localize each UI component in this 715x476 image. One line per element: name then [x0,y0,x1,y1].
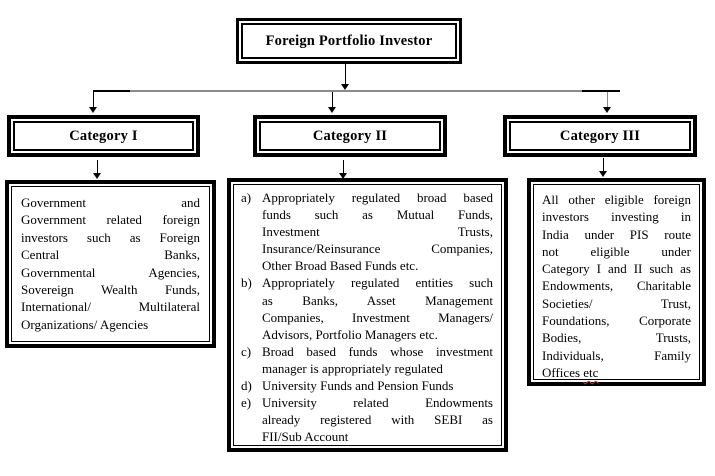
category3-box: Category III [503,115,697,157]
category2-label: Category II [312,127,388,144]
arrow-down-icon [93,173,101,179]
category3-panel-lines: All other eligible foreign investors inve… [542,191,691,364]
text-line: Companies, Investment Managers/ [262,309,493,325]
text-line: FII/Sub Account [262,429,349,445]
text-line: already registered with SEBI as [262,412,493,428]
arrow-branch-to-category1 [89,92,98,113]
list-item: d) University Funds and Pension Funds [238,377,493,394]
text-line: Category I and II such as [542,261,691,277]
text-line: Insurance/Reinsurance Companies, [262,241,493,257]
text-line: Other Broad Based Funds etc. [262,258,419,274]
list-item-text: University Funds and Pension Funds [262,377,493,394]
text-line: Endowments, Charitable [542,278,691,294]
text-line: Bodies, Trusts, [542,330,691,346]
text-line: as Banks, Asset Management [262,292,493,308]
category3-panel-text: All other eligible foreign investors inve… [533,184,700,380]
text-line: Societies/ Trust, [542,295,691,311]
category1-box-inner: Category I [13,121,194,151]
category3-box-inner: Category III [509,121,691,151]
text-line: Individuals, Family [542,347,691,363]
category3-label: Category III [559,127,641,144]
text-line: Investment Trusts, [262,224,493,240]
text-line: Organizations/ Agencies [21,316,149,332]
text-line: Foundations, Corporate [542,313,691,329]
category2-box-inner: Category II [259,121,441,151]
arrow-shaft [92,92,94,107]
arrow-shaft [342,160,344,173]
text-line: Sovereign Wealth Funds, [21,282,200,298]
text-line: investors investing in [542,209,691,225]
arrow-category2-to-panel [339,160,348,179]
arrow-branch-to-category2 [328,92,337,113]
text-line: Advisors, Portfolio Managers etc. [262,326,438,342]
arrow-root-to-branch [341,63,350,90]
arrow-shaft [602,158,604,171]
list-item: a) Appropriately regulated broad based fu… [238,189,493,274]
text-line: University Funds and Pension Funds [262,378,454,394]
text-line: Broad based funds whose investment [262,343,493,359]
arrow-branch-to-category3 [603,92,612,113]
text-line: not eligible under [542,243,691,259]
arrow-down-icon [89,107,97,113]
root-box-foreign-portfolio-investor: Foreign Portfolio Investor [236,18,462,64]
category3-panel-last-line: Offices etc [542,364,691,381]
text-line: All other eligible foreign [542,192,691,207]
misspelled-word: etc [583,364,599,380]
category1-box: Category I [7,115,200,157]
list-item-marker: a) [241,190,252,205]
text-line: investors such as Foreign [21,229,200,245]
text-line: Appropriately regulated broad based [262,190,493,205]
arrow-category3-to-panel [599,158,608,177]
arrow-down-icon [599,171,607,177]
text-line: manager is appropriately regulated [262,360,443,376]
arrow-shaft [96,160,98,173]
category2-panel-list: a) Appropriately regulated broad based fu… [233,184,502,446]
arrow-shaft [606,92,608,107]
text-line: Governmental Agencies, [21,264,200,280]
list-item-marker: e) [241,395,252,411]
text-line: India under PIS route [542,226,691,242]
list-item: b) Appropriately regulated entities such… [238,274,493,342]
list-item-marker: b) [241,275,252,291]
category1-label: Category I [69,127,138,144]
text-line: funds such as Mutual Funds, [262,207,493,223]
category3-panel: All other eligible foreign investors inve… [527,178,706,386]
arrow-down-icon [339,173,347,179]
root-box-inner: Foreign Portfolio Investor [241,23,457,59]
arrow-down-icon [603,107,611,113]
branch-line [93,90,620,92]
arrow-shaft [344,63,346,84]
category2-panel: a) Appropriately regulated broad based fu… [227,178,508,452]
arrow-down-icon [328,107,336,113]
text-line: Government related foreign [21,212,200,228]
text-line: University related Endowments [262,395,493,411]
arrow-down-icon [341,84,349,90]
text-line: Government and [21,195,200,210]
text-line: Appropriately regulated entities such [262,275,493,291]
text-line: International/ Multilateral [21,299,200,315]
text-line: Central Banks, [21,247,200,263]
list-item-text: Appropriately regulated broad based funds… [262,189,493,274]
last-line-prefix: Offices [542,364,584,380]
list-item-marker: c) [241,343,252,359]
arrow-category1-to-panel [93,160,102,179]
root-box-label: Foreign Portfolio Investor [265,32,433,49]
arrow-shaft [331,92,333,107]
list-item-marker: d) [241,378,252,394]
category2-box: Category II [253,115,447,157]
